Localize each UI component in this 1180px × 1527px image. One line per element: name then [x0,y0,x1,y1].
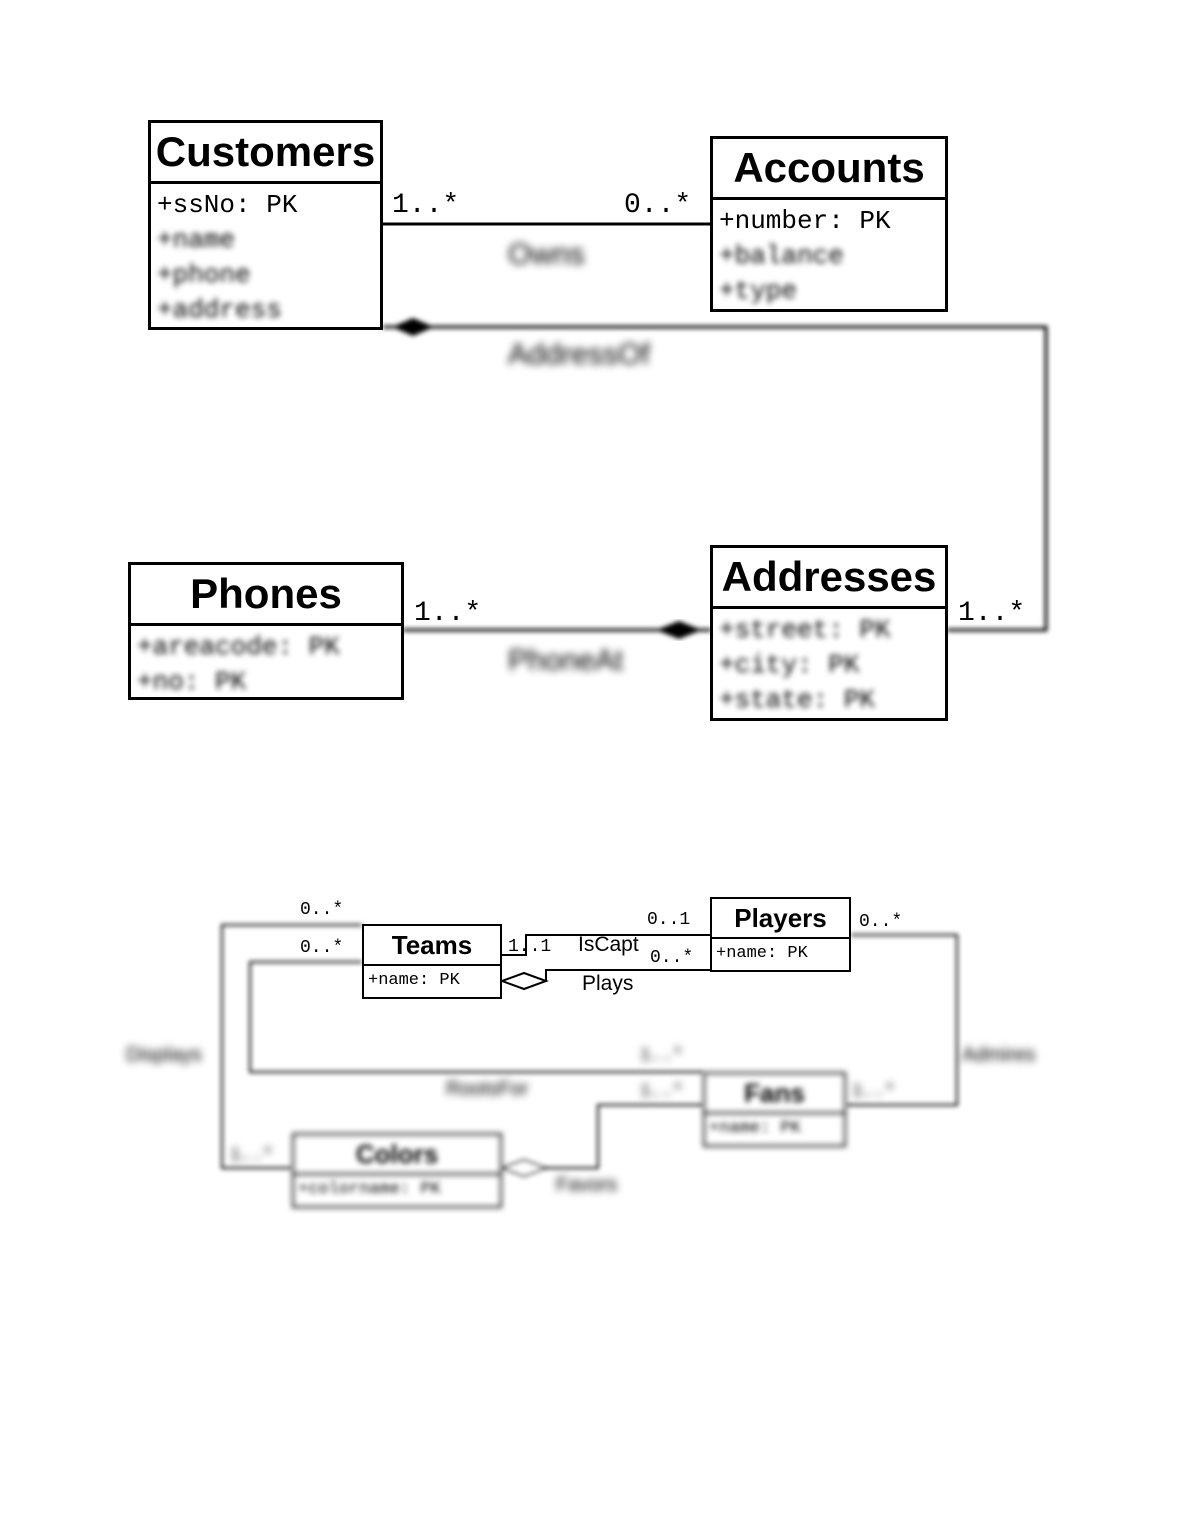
class-fans-attributes: +name: PK [705,1114,844,1144]
displays-multiplicity-colors: 1..* [230,1146,274,1166]
composition-diamond-icon [656,621,702,639]
attribute: +street: PK [719,615,891,645]
phoneat-label: PhoneAt [508,644,624,677]
attribute: +name: PK [368,971,460,990]
attribute: +phone [157,260,251,290]
class-addresses: Addresses +street: PK +city: PK +state: … [710,545,948,721]
class-colors-title: Colors [294,1135,500,1175]
attribute: +number: PK [719,206,891,236]
attribute: +colorname: PK [298,1180,441,1199]
class-teams-attributes: +name: PK [364,966,500,996]
rootsfor-multiplicity-fans: 1..* [640,1046,684,1066]
admires-label: Admires [962,1044,1036,1066]
iscapt-multiplicity-teams: 1..1 [508,937,552,957]
attribute: +ssNo: PK [157,190,298,220]
plays-line [499,969,711,991]
iscapt-multiplicity-players: 0..1 [647,910,691,930]
class-colors: Colors +colorname: PK [292,1133,502,1208]
attribute: +address [157,295,282,325]
class-players-title: Players [712,899,849,939]
favors-multiplicity-fans: 1..* [640,1082,684,1102]
attribute: +balance [719,241,844,271]
class-colors-attributes: +colorname: PK [294,1175,500,1205]
addressof-label: AddressOf [508,338,650,371]
owns-label: Owns [508,238,585,271]
aggregation-diamond-icon [499,971,549,991]
owns-multiplicity-customers: 1..* [392,190,460,221]
plays-label: Plays [582,972,634,995]
class-teams: Teams +name: PK [362,924,502,999]
class-fans: Fans +name: PK [703,1072,846,1147]
aggregation-diamond-icon [499,1158,549,1178]
plays-multiplicity-players: 0..* [650,948,694,968]
class-addresses-attributes: +street: PK +city: PK +state: PK [713,609,945,722]
owns-multiplicity-accounts: 0..* [624,190,692,221]
class-accounts-attributes: +number: PK +balance +type [713,200,945,313]
class-addresses-title: Addresses [713,548,945,609]
attribute: +name: PK [716,944,808,963]
admires-multiplicity-players: 0..* [859,912,903,932]
iscapt-line [502,934,711,956]
phoneat-line [403,621,711,639]
iscapt-label: IsCapt [578,933,639,956]
rootsfor-multiplicity-teams: 0..* [300,938,344,958]
class-phones: Phones +areacode: PK +no: PK [128,562,404,700]
class-players: Players +name: PK [710,897,851,972]
displays-line [221,924,362,1169]
class-fans-title: Fans [705,1074,844,1114]
addressof-multiplicity-addresses: 1..* [958,598,1026,629]
addressof-line [383,318,1048,632]
rootsfor-line [249,961,703,1073]
attribute: +name [157,225,236,255]
attribute: +city: PK [719,650,860,680]
favors-label: Favors [556,1174,618,1196]
class-customers-attributes: +ssNo: PK +name +phone +address [151,184,380,332]
attribute: +no: PK [137,667,247,697]
composition-diamond-icon [392,318,434,336]
class-teams-title: Teams [364,926,500,966]
favors-line [499,1104,703,1178]
attribute: +state: PK [719,685,876,715]
class-phones-attributes: +areacode: PK +no: PK [131,626,401,704]
attribute: +name: PK [709,1119,801,1138]
class-customers-title: Customers [151,123,380,184]
admires-multiplicity-fans: 1..* [852,1082,896,1102]
admires-line [846,934,958,1106]
class-accounts: Accounts +number: PK +balance +type [710,136,948,312]
class-accounts-title: Accounts [713,139,945,200]
class-phones-title: Phones [131,565,401,626]
rootsfor-label: RootsFor [446,1078,529,1100]
attribute: +areacode: PK [137,632,340,662]
attribute: +type [719,276,798,306]
displays-multiplicity-teams: 0..* [300,900,344,920]
phoneat-multiplicity-phones: 1..* [414,598,482,629]
class-customers: Customers +ssNo: PK +name +phone +addres… [148,120,383,330]
class-players-attributes: +name: PK [712,939,849,969]
displays-label: Displays [126,1044,202,1066]
